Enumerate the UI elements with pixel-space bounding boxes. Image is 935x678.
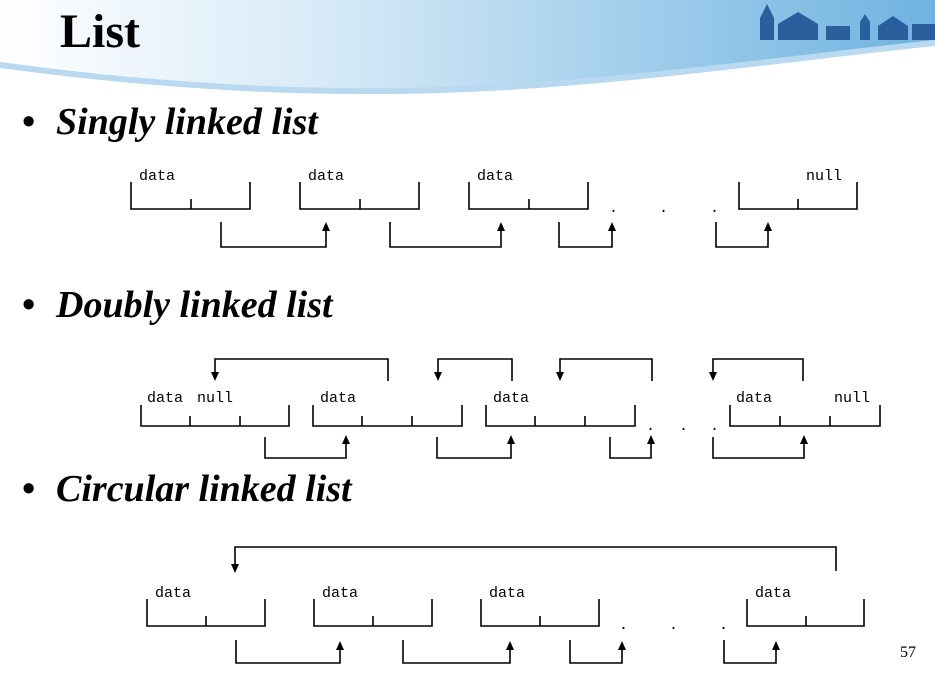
- doubly-prev-arrow: [437, 358, 513, 381]
- singly-node-2: [299, 182, 420, 210]
- doubly-prev-arrow: [214, 358, 389, 381]
- circular-linked-list: [146, 546, 865, 664]
- page-number: 57: [900, 644, 916, 661]
- node-label-data: data: [493, 390, 529, 407]
- arrowhead-up: [336, 641, 344, 650]
- arrowhead-up: [507, 435, 515, 444]
- arrowhead-up: [322, 222, 330, 231]
- slide-title: List: [60, 5, 141, 58]
- doubly-prev-arrow: [559, 358, 653, 381]
- section-heading-singly: Singly linked list: [56, 101, 318, 143]
- ellipsis-dot: .: [719, 617, 728, 634]
- arrowhead-down: [434, 372, 442, 381]
- circular-link-arrow: [569, 640, 623, 664]
- node-label-data: data: [308, 168, 344, 185]
- singly-node-last: [738, 182, 858, 210]
- node-label-data: data: [736, 390, 772, 407]
- node-label-null: null: [806, 168, 842, 185]
- singly-node-3: [468, 182, 589, 210]
- circular-node-last: [746, 599, 865, 627]
- circular-node-3: [480, 599, 600, 627]
- node-label-data: data: [322, 585, 358, 602]
- arrowhead-up: [608, 222, 616, 231]
- ellipsis-dot: .: [679, 418, 688, 435]
- ellipsis-dot: .: [710, 418, 719, 435]
- circular-node-1: [146, 599, 266, 627]
- arrowhead-down: [709, 372, 717, 381]
- node-label-data: data: [139, 168, 175, 185]
- node-label-data: data: [147, 390, 183, 407]
- singly-link-arrow: [389, 222, 502, 248]
- doubly-prev-arrow: [712, 358, 804, 381]
- doubly-next-arrow: [609, 437, 652, 459]
- banner-wave: [0, 40, 935, 95]
- singly-link-arrow: [715, 222, 769, 248]
- arrowheads: [211, 222, 808, 650]
- circular-link-arrow: [402, 640, 511, 664]
- ellipsis-dot: .: [669, 617, 678, 634]
- node-label-data: data: [320, 390, 356, 407]
- doubly-linked-list: [140, 358, 881, 459]
- doubly-node-last: [729, 405, 881, 427]
- section-heading-circular: Circular linked list: [56, 468, 352, 510]
- ellipsis-dot: .: [609, 200, 618, 217]
- bullet-dot: •: [22, 101, 36, 143]
- ellipsis-dot: .: [646, 418, 655, 435]
- bullet-circular: • Circular linked list: [22, 467, 352, 511]
- circular-node-2: [313, 599, 433, 627]
- circular-wrap-arrow: [234, 546, 837, 571]
- ellipsis-dot: .: [619, 617, 628, 634]
- bullet-doubly: • Doubly linked list: [22, 283, 333, 327]
- circular-link-arrow: [235, 640, 341, 664]
- circular-link-arrow: [723, 640, 777, 664]
- bullet-dot: •: [22, 468, 36, 510]
- node-label-null: null: [834, 390, 870, 407]
- singly-link-arrow: [220, 222, 327, 248]
- arrowhead-up: [764, 222, 772, 231]
- arrowhead-down: [231, 564, 239, 573]
- section-heading-doubly: Doubly linked list: [56, 284, 333, 326]
- doubly-node-1: [140, 405, 290, 427]
- diagram-labels: data data data null data null data data …: [139, 168, 870, 634]
- ellipsis-dot: .: [659, 200, 668, 217]
- singly-link-arrow: [558, 222, 613, 248]
- doubly-next-arrow: [712, 437, 805, 459]
- node-label-data: data: [477, 168, 513, 185]
- doubly-next-arrow: [264, 437, 347, 459]
- arrowhead-up: [497, 222, 505, 231]
- arrowhead-up: [618, 641, 626, 650]
- arrowhead-down: [556, 372, 564, 381]
- node-label-data: data: [155, 585, 191, 602]
- singly-node-1: [130, 182, 251, 210]
- banner-swoosh: [0, 0, 935, 89]
- arrowhead-up: [506, 641, 514, 650]
- node-label-data: data: [755, 585, 791, 602]
- ellipsis-dot: .: [710, 200, 719, 217]
- node-label-null: null: [197, 390, 233, 407]
- doubly-next-arrow: [436, 437, 512, 459]
- arrowhead-up: [647, 435, 655, 444]
- doubly-node-3: [485, 405, 636, 427]
- town-silhouette-icon: [760, 4, 935, 40]
- bullet-dot: •: [22, 284, 36, 326]
- arrowhead-up: [772, 641, 780, 650]
- node-label-data: data: [489, 585, 525, 602]
- arrowhead-up: [342, 435, 350, 444]
- doubly-node-2: [312, 405, 463, 427]
- bullet-singly: • Singly linked list: [22, 100, 318, 144]
- arrowhead-up: [800, 435, 808, 444]
- singly-linked-list: [130, 182, 858, 248]
- arrowhead-down: [211, 372, 219, 381]
